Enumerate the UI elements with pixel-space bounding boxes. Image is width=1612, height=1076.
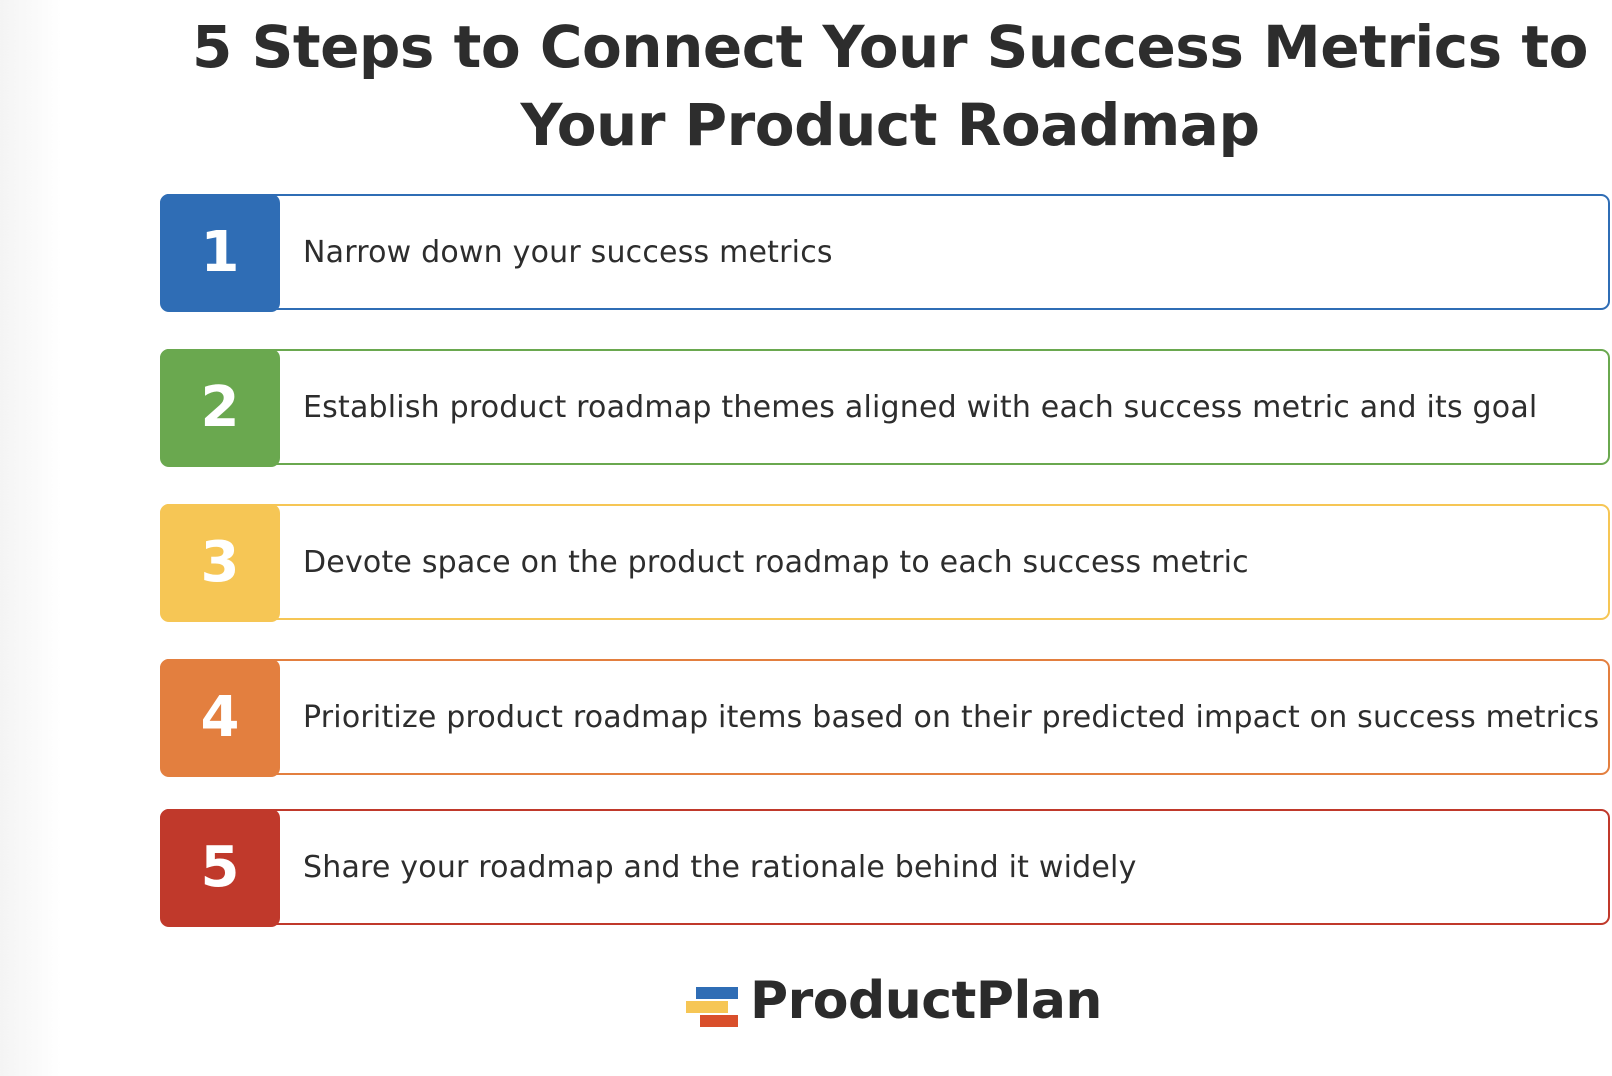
step-4: 4 Prioritize product roadmap items based… xyxy=(160,659,1610,777)
step-number-badge: 5 xyxy=(160,809,280,927)
step-number: 1 xyxy=(200,220,240,285)
step-text: Narrow down your success metrics xyxy=(303,234,833,270)
step-number: 5 xyxy=(200,835,240,900)
step-number-badge: 1 xyxy=(160,194,280,312)
logo-bar-blue xyxy=(696,987,738,999)
step-5: 5 Share your roadmap and the rationale b… xyxy=(160,809,1610,927)
step-text: Share your roadmap and the rationale beh… xyxy=(303,849,1137,885)
title-line-2: Your Product Roadmap xyxy=(520,91,1260,159)
step-number: 2 xyxy=(200,375,240,440)
logo-wordmark: ProductPlan xyxy=(750,971,1102,1031)
title-line-1: 5 Steps to Connect Your Success Metrics … xyxy=(192,13,1588,81)
step-3: 3 Devote space on the product roadmap to… xyxy=(160,504,1610,622)
step-number-badge: 3 xyxy=(160,504,280,622)
step-number-badge: 4 xyxy=(160,659,280,777)
step-number: 3 xyxy=(200,530,240,595)
productplan-logo-icon xyxy=(686,978,742,1027)
step-text: Devote space on the product roadmap to e… xyxy=(303,544,1249,580)
logo-bar-red xyxy=(700,1015,738,1027)
step-1: 1 Narrow down your success metrics xyxy=(160,194,1610,312)
page-title: 5 Steps to Connect Your Success Metrics … xyxy=(130,8,1612,164)
step-text: Establish product roadmap themes aligned… xyxy=(303,389,1538,425)
step-2: 2 Establish product roadmap themes align… xyxy=(160,349,1610,467)
productplan-logo: ProductPlan xyxy=(686,972,1102,1030)
step-number-badge: 2 xyxy=(160,349,280,467)
step-text: Prioritize product roadmap items based o… xyxy=(303,699,1600,735)
logo-bar-yellow xyxy=(686,1001,728,1013)
step-number: 4 xyxy=(200,685,240,750)
